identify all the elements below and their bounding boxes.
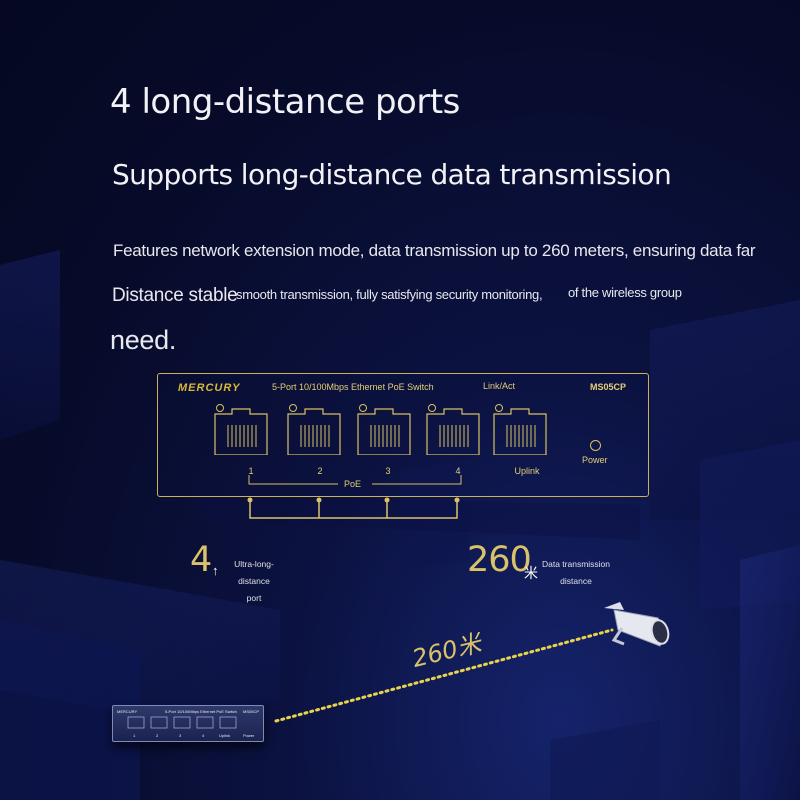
mini-description: 5-Port 10/100Mbps Ethernet PoE Switch — [165, 709, 237, 714]
rj45-port-icon — [493, 404, 547, 455]
switch-description: 5-Port 10/100Mbps Ethernet PoE Switch — [272, 382, 434, 392]
network-switch-icon: MERCURY 5-Port 10/100Mbps Ethernet PoE S… — [112, 705, 264, 742]
distance-label: Data transmission distance — [536, 556, 616, 590]
port-number: 3 — [385, 466, 391, 476]
port-count-label-line1: Ultra-long-distance — [234, 559, 274, 586]
port-number: Uplink — [514, 466, 540, 476]
switch-model: MS05CP — [590, 382, 627, 392]
mini-port-2: 2 — [156, 733, 159, 738]
power-led-icon — [590, 440, 601, 451]
switch-brand: MERCURY — [178, 382, 241, 394]
mini-port-4: 4 — [202, 733, 205, 738]
port-count-value: 4 — [190, 540, 213, 580]
link-led-icon — [359, 404, 367, 412]
description-line-3: need. — [110, 325, 177, 355]
mini-model: MS05CP — [243, 709, 260, 714]
link-led-icon — [495, 404, 503, 412]
distance-value: 260 — [467, 540, 532, 580]
distance-unit: 米 — [524, 565, 538, 581]
poe-label: PoE — [344, 479, 362, 489]
rj45-port-icon — [214, 404, 268, 455]
power-label: Power — [582, 455, 608, 465]
switch-front-panel: MERCURY 5-Port 10/100Mbps Ethernet PoE S… — [157, 373, 649, 497]
page-subtitle: Supports long-distance data transmission — [112, 158, 672, 191]
port-count-label-line2: port — [246, 593, 262, 603]
security-camera-icon — [604, 602, 670, 647]
mini-port-uplink: Uplink — [219, 733, 231, 738]
mini-port-3: 3 — [179, 733, 182, 738]
poe-group-line — [248, 475, 462, 485]
port-number: 1 — [248, 466, 254, 476]
mini-port-1: 1 — [133, 733, 136, 738]
port-number: 2 — [317, 466, 323, 476]
link-led-icon — [289, 404, 297, 412]
description-line-2b: smooth transmission, fully satisfying se… — [236, 287, 543, 302]
up-arrow-icon: ↑ — [212, 563, 219, 578]
port-count-label: Ultra-long-distance port — [222, 556, 286, 607]
link-led-icon — [428, 404, 436, 412]
distance-label-line2: distance — [560, 576, 592, 586]
page-title: 4 long-distance ports — [110, 82, 460, 122]
port-number: 4 — [455, 466, 461, 476]
mini-brand: MERCURY — [117, 709, 138, 714]
link-led-icon — [216, 404, 224, 412]
rj45-port-icon — [287, 404, 341, 455]
link-act-label: Link/Act — [483, 381, 516, 391]
rj45-port-icon — [426, 404, 480, 455]
description-line-1: Features network extension mode, data tr… — [113, 241, 756, 260]
description-line-2a: Distance stable — [112, 285, 238, 306]
mini-power: Power — [243, 733, 255, 738]
rj45-port-icon — [357, 404, 411, 455]
port-bracket — [247, 497, 460, 519]
description-line-2c: of the wireless group — [568, 285, 682, 300]
distance-label-line1: Data transmission — [541, 559, 611, 569]
